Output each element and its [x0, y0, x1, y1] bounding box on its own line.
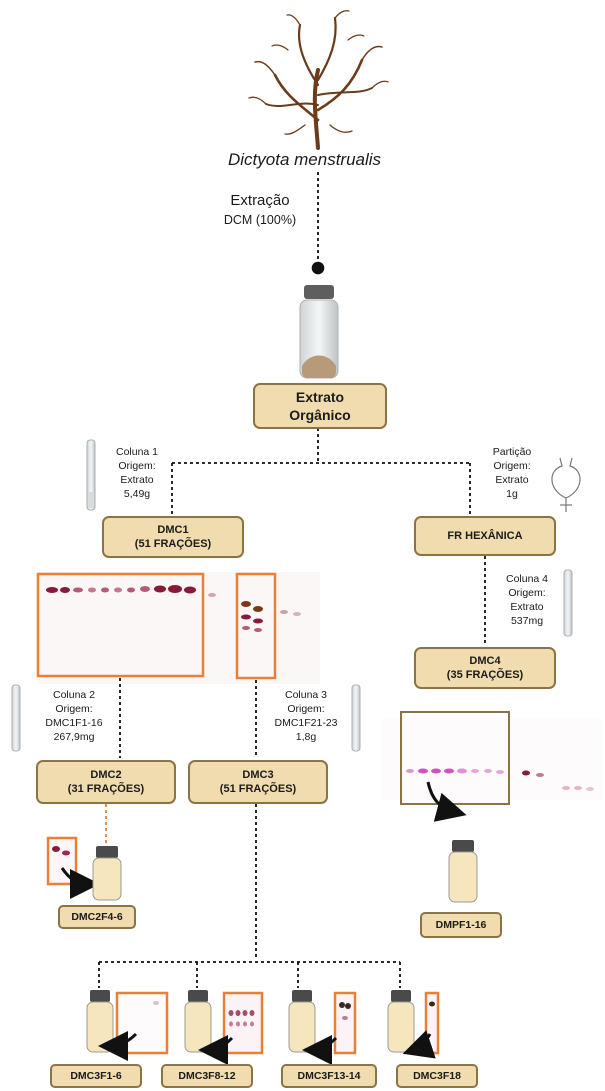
- column4-note: Coluna 4 Origem: Extrato 537mg: [494, 572, 560, 628]
- vial-icon: [299, 285, 339, 379]
- partition-origin-label: Origem:: [493, 460, 531, 472]
- dmc2f4-6-label: DMC2F4-6: [71, 911, 123, 923]
- dmc3f18-box: DMC3F18: [396, 1064, 478, 1088]
- extract-line2: Orgânico: [289, 407, 351, 423]
- column2-label: Coluna 2: [52, 689, 96, 701]
- column3-note: Coluna 3 Origem: DMC1F21-23 1,8g: [262, 688, 350, 744]
- fraction-label: DMC3F18: [413, 1070, 461, 1082]
- dmc3-name: DMC3: [242, 769, 274, 781]
- species-name: Dictyota menstrualis: [228, 150, 382, 169]
- column4-origin: Extrato: [510, 601, 544, 613]
- column2-mass: 267,9mg: [53, 731, 95, 743]
- vial-icon: [92, 846, 122, 901]
- tlc-plate-icon: [382, 711, 602, 822]
- extraction-title: Extração: [230, 192, 290, 209]
- organic-extract-box: Extrato Orgânico: [253, 383, 387, 429]
- chromatography-column-icon: [11, 684, 21, 752]
- vial-icon: [288, 990, 316, 1053]
- dmpf1-16-box: DMPF1-16: [420, 912, 502, 938]
- dmc4-fractions: (35 FRAÇÕES): [446, 669, 524, 681]
- tlc-plate-icon: [198, 991, 264, 1065]
- column2-origin-label: Origem:: [55, 703, 93, 715]
- column4-label: Coluna 4: [505, 573, 549, 585]
- column1-note: Coluna 1 Origem: Extrato 5,49g: [106, 445, 168, 501]
- dmc1-box: DMC1 (51 FRAÇÕES): [102, 516, 244, 558]
- vial-icon: [448, 840, 478, 903]
- column2-note: Coluna 2 Origem: DMC1F1-16 267,9mg: [34, 688, 114, 744]
- dmc3f13-14-box: DMC3F13-14: [281, 1064, 377, 1088]
- column2-origin: DMC1F1-16: [45, 717, 103, 729]
- seaweed-icon: [248, 10, 389, 150]
- extraction-solvent: DCM (100%): [223, 213, 297, 227]
- dmc2-fractions: (31 FRAÇÕES): [67, 783, 145, 795]
- dmc2f4-6-box: DMC2F4-6: [58, 905, 136, 929]
- column3-label: Coluna 3: [284, 689, 328, 701]
- dmc1-name: DMC1: [157, 524, 189, 536]
- dmc3-fractions: (51 FRAÇÕES): [219, 783, 297, 795]
- tlc-plate-icon: [46, 836, 100, 899]
- fr-hexanica-box: FR HEXÂNICA: [414, 516, 556, 556]
- partition-origin: Extrato: [495, 474, 529, 486]
- chromatography-column-icon: [351, 684, 361, 752]
- fr-hexanica-label: FR HEXÂNICA: [447, 530, 523, 542]
- column1-origin-label: Origem:: [118, 460, 156, 472]
- dmc4-box: DMC4 (35 FRAÇÕES): [414, 647, 556, 689]
- tlc-plate-icon: [402, 991, 440, 1059]
- dmc3-box: DMC3 (51 FRAÇÕES): [188, 760, 328, 804]
- vial-icon: [86, 990, 114, 1053]
- dmc2-name: DMC2: [90, 769, 122, 781]
- separatory-funnel-icon: [551, 457, 581, 512]
- chromatography-column-icon: [86, 439, 96, 511]
- tlc-plate-icon: [302, 991, 357, 1065]
- chromatography-column-icon: [563, 569, 573, 637]
- vial-icon: [184, 990, 212, 1053]
- column3-origin-label: Origem:: [287, 703, 325, 715]
- column4-mass: 537mg: [510, 615, 544, 627]
- dmc4-name: DMC4: [469, 655, 501, 667]
- extract-line1: Extrato: [295, 389, 345, 405]
- extraction-step: Extração DCM (100%): [216, 192, 304, 228]
- dmc3f1-6-box: DMC3F1-6: [50, 1064, 142, 1088]
- partition-label: Partição: [492, 446, 532, 458]
- column1-origin: Extrato: [120, 474, 154, 486]
- dmpf1-16-label: DMPF1-16: [435, 919, 487, 931]
- column1-label: Coluna 1: [115, 446, 159, 458]
- column3-origin: DMC1F21-23: [274, 717, 338, 729]
- column1-mass: 5,49g: [123, 488, 151, 500]
- fraction-label: DMC3F1-6: [70, 1070, 122, 1082]
- fraction-label: DMC3F8-12: [178, 1070, 236, 1082]
- tlc-plate-icon: [36, 572, 320, 684]
- tlc-plate-icon: [98, 991, 169, 1061]
- column4-origin-label: Origem:: [508, 587, 546, 599]
- partition-mass: 1g: [506, 488, 518, 500]
- dmc2-box: DMC2 (31 FRAÇÕES): [36, 760, 176, 804]
- partition-note: Partição Origem: Extrato 1g: [480, 445, 544, 501]
- column3-mass: 1,8g: [295, 731, 317, 743]
- fraction-label: DMC3F13-14: [297, 1070, 361, 1082]
- dmc1-fractions: (51 FRAÇÕES): [134, 538, 212, 550]
- dmc3f8-12-box: DMC3F8-12: [161, 1064, 253, 1088]
- vial-icon: [387, 990, 415, 1053]
